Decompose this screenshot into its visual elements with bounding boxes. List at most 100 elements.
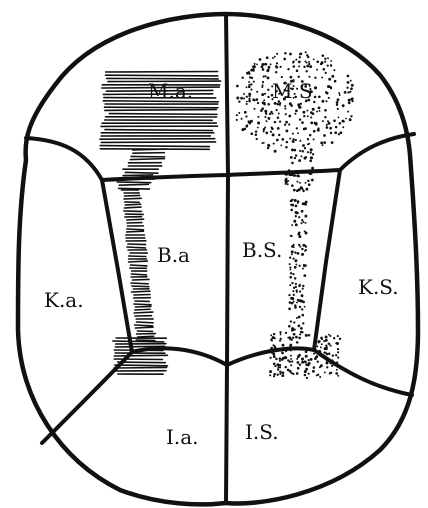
stipple-dot	[285, 332, 287, 334]
stipple-dot	[337, 351, 339, 353]
stipple-dot	[328, 334, 330, 336]
stipple-dot	[236, 114, 238, 116]
stipple-dot	[330, 132, 332, 134]
stipple-dot	[320, 337, 323, 340]
stipple-dot	[311, 179, 314, 182]
stipple-dot	[290, 204, 292, 206]
stipple-dot	[323, 141, 326, 144]
stipple-dot	[290, 358, 292, 360]
stipple-dot	[317, 129, 320, 132]
stipple-dot	[290, 320, 292, 322]
stipple-dot	[336, 342, 339, 345]
stipple-dot	[295, 154, 297, 156]
stipple-dot	[259, 58, 262, 61]
stipple-dot	[317, 374, 319, 376]
stipple-dot	[292, 290, 294, 292]
stipple-dot	[294, 277, 296, 279]
stipple-dot	[291, 253, 293, 255]
stipple-dot	[339, 338, 341, 340]
stipple-dot	[309, 160, 312, 163]
stipple-dot	[273, 373, 276, 376]
stipple-dot	[243, 93, 245, 95]
stipple-dot	[279, 66, 281, 68]
hatch-stroke	[131, 283, 148, 284]
stipple-dot	[304, 374, 307, 377]
stipple-dot	[330, 372, 332, 374]
stipple-dot	[304, 147, 306, 149]
stipple-dot	[324, 109, 327, 112]
stipple-dot	[276, 62, 278, 64]
hatch-stroke	[125, 172, 158, 173]
stipple-dot	[312, 153, 314, 155]
label-is: I.S.	[245, 420, 279, 444]
stipple-dot	[261, 107, 264, 110]
stipple-dot	[336, 104, 338, 106]
stipple-dot	[289, 267, 291, 269]
stipple-dot	[305, 156, 307, 158]
stipple-dot	[310, 116, 312, 118]
hatch-stroke	[127, 247, 145, 248]
stipple-dot	[347, 81, 350, 84]
stipple-dot	[293, 149, 296, 152]
stipple-dot	[306, 65, 309, 68]
stipple-dot	[339, 94, 341, 96]
stipple-dot	[272, 344, 274, 346]
hatch-stroke	[119, 184, 148, 185]
label-ba: B.a	[157, 243, 190, 267]
stipple-dot	[266, 120, 268, 122]
label-bs: B.S.	[242, 238, 282, 262]
stipple-dot	[297, 233, 300, 236]
stipple-dot	[279, 360, 281, 362]
stipple-dot	[267, 147, 269, 149]
stipple-dot	[289, 284, 291, 286]
stipple-dot	[328, 122, 331, 125]
stipple-dot	[294, 328, 296, 330]
stipple-dot	[283, 58, 286, 61]
stipple-dot	[337, 357, 339, 359]
stipple-dot	[350, 115, 352, 117]
stipple-dot	[267, 144, 270, 147]
stipple-dot	[263, 99, 265, 101]
hatch-stroke	[109, 114, 217, 115]
hatch-stroke	[138, 336, 154, 337]
stipple-dot	[318, 341, 320, 343]
stipple-dot	[350, 87, 353, 90]
stipple-dot	[285, 113, 287, 115]
stipple-dot	[295, 215, 297, 217]
stipple-dot	[303, 115, 305, 117]
stipple-dot	[298, 61, 301, 64]
stipple-dot	[263, 130, 265, 132]
stipple-dot	[301, 358, 304, 361]
stipple-dot	[327, 64, 329, 66]
stipple-dot	[305, 249, 307, 251]
stipple-dot	[330, 65, 332, 67]
stipple-dot	[289, 336, 292, 339]
stipple-dot	[298, 337, 301, 340]
stipple-dot	[264, 93, 266, 95]
stipple-dot	[265, 132, 268, 135]
stipple-dot	[350, 99, 352, 101]
stipple-dot	[316, 111, 318, 113]
stipple-dot	[293, 321, 295, 323]
stipple-dot	[291, 162, 294, 165]
stipple-dot	[296, 358, 298, 360]
label-ia: I.a.	[166, 425, 199, 449]
stipple-dot	[292, 61, 294, 63]
stipple-dot	[296, 301, 298, 303]
stipple-dot	[295, 264, 297, 266]
stipple-dot	[296, 127, 298, 129]
stipple-dot	[272, 336, 275, 339]
stipple-dot	[291, 250, 294, 253]
stipple-dot	[289, 53, 292, 56]
stipple-dot	[299, 159, 301, 161]
stipple-dot	[322, 68, 325, 71]
hatch-stroke	[105, 75, 217, 76]
stipple-dot	[297, 132, 299, 134]
stipple-dot	[346, 87, 348, 89]
stipple-dot	[295, 139, 297, 141]
stipple-dot	[279, 373, 281, 375]
stipple-dot	[295, 211, 298, 214]
hatch-stroke	[135, 325, 153, 326]
hatch-stroke	[130, 159, 164, 160]
